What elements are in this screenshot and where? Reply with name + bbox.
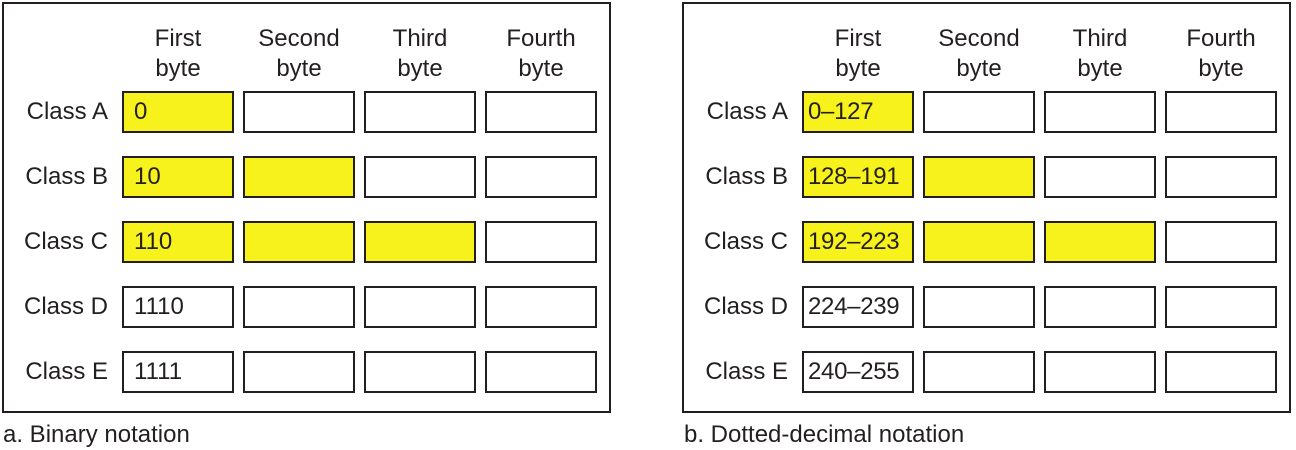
row-label-class-b: Class B: [25, 163, 108, 190]
class-e-third-byte: [1044, 351, 1156, 393]
class-c-first-byte: 192–223: [802, 221, 914, 263]
class-c-third-byte: [364, 221, 476, 263]
row-label-class-d: Class D: [23, 293, 108, 320]
class-e-first-byte: 240–255: [802, 351, 914, 393]
class-a-first-byte: 0–127: [802, 91, 914, 133]
row-label-class-e: Class E: [705, 358, 788, 385]
class-b-second-byte: [923, 156, 1035, 198]
class-c-third-byte: [1044, 221, 1156, 263]
class-b-fourth-byte: [485, 156, 597, 198]
class-a-first-byte: 0: [122, 91, 234, 133]
class-b-second-byte: [243, 156, 355, 198]
class-c-second-byte: [243, 221, 355, 263]
class-e-second-byte: [923, 351, 1035, 393]
row-label-class-c: Class C: [23, 228, 108, 255]
class-b-third-byte: [364, 156, 476, 198]
class-a-second-byte: [243, 91, 355, 133]
row-label-class-e: Class E: [25, 358, 108, 385]
class-e-second-byte: [243, 351, 355, 393]
class-b-third-byte: [1044, 156, 1156, 198]
class-c-first-byte: 110: [122, 221, 234, 263]
class-a-fourth-byte: [485, 91, 597, 133]
class-b-fourth-byte: [1165, 156, 1277, 198]
class-d-first-byte: 224–239: [802, 286, 914, 328]
row-label-class-c: Class C: [703, 228, 788, 255]
class-d-second-byte: [923, 286, 1035, 328]
class-a-fourth-byte: [1165, 91, 1277, 133]
class-e-fourth-byte: [1165, 351, 1277, 393]
class-e-first-byte: 1111: [122, 351, 234, 393]
class-d-third-byte: [364, 286, 476, 328]
class-a-third-byte: [1044, 91, 1156, 133]
class-b-first-byte: 10: [122, 156, 234, 198]
row-label-class-a: Class A: [26, 98, 108, 125]
class-d-third-byte: [1044, 286, 1156, 328]
class-e-third-byte: [364, 351, 476, 393]
class-c-second-byte: [923, 221, 1035, 263]
class-d-second-byte: [243, 286, 355, 328]
class-a-third-byte: [364, 91, 476, 133]
class-d-first-byte: 1110: [122, 286, 234, 328]
class-c-fourth-byte: [1165, 221, 1277, 263]
row-label-class-d: Class D: [703, 293, 788, 320]
class-d-fourth-byte: [485, 286, 597, 328]
class-d-fourth-byte: [1165, 286, 1277, 328]
caption-dotted-decimal-notation: b. Dotted-decimal notation: [684, 421, 965, 448]
class-a-second-byte: [923, 91, 1035, 133]
class-c-fourth-byte: [485, 221, 597, 263]
class-b-first-byte: 128–191: [802, 156, 914, 198]
caption-binary-notation: a. Binary notation: [3, 421, 190, 448]
class-e-fourth-byte: [485, 351, 597, 393]
row-label-class-b: Class B: [705, 163, 788, 190]
row-label-class-a: Class A: [706, 98, 788, 125]
